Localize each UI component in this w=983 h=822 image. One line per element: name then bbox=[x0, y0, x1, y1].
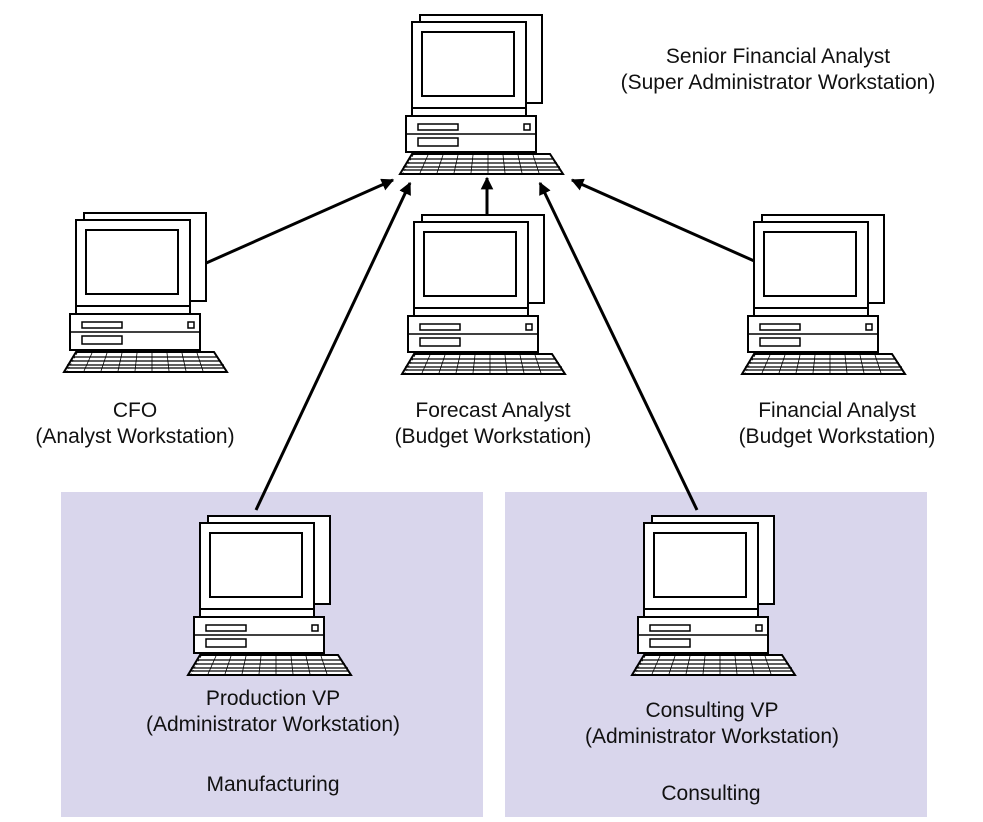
node-label-production: Production VP (Administrator Workstation… bbox=[146, 686, 400, 738]
computer-icon-cfo bbox=[63, 212, 228, 373]
node-label-senior: Senior Financial Analyst (Super Administ… bbox=[621, 44, 936, 96]
role-title: Senior Financial Analyst bbox=[665, 45, 891, 68]
node-label-financial: Financial Analyst (Budget Workstation) bbox=[739, 398, 936, 450]
computer-icon-forecast bbox=[401, 214, 566, 375]
role-title: CFO bbox=[112, 399, 158, 422]
workstation-type: (Budget Workstation) bbox=[738, 425, 936, 448]
role-title: Financial Analyst bbox=[758, 399, 916, 422]
group-label-manufacturing: Manufacturing bbox=[206, 773, 340, 796]
edge-cfo-to-senior bbox=[194, 178, 395, 270]
node-label-consultingvp: Consulting VP (Administrator Workstation… bbox=[585, 698, 839, 750]
workstation-type: (Administrator Workstation) bbox=[145, 713, 401, 736]
workstation-type: (Super Administrator Workstation) bbox=[620, 71, 936, 94]
node-label-cfo: CFO (Analyst Workstation) bbox=[35, 398, 234, 450]
node-label-forecast: Forecast Analyst (Budget Workstation) bbox=[395, 398, 592, 450]
computer-icon-senior bbox=[399, 14, 564, 175]
edge-production-to-senior bbox=[254, 181, 412, 511]
role-title: Production VP bbox=[205, 687, 341, 710]
edge-financial-to-senior bbox=[570, 178, 771, 270]
workstation-type: (Analyst Workstation) bbox=[35, 425, 235, 448]
computer-icon-financial bbox=[741, 214, 906, 375]
role-title: Forecast Analyst bbox=[415, 399, 571, 422]
role-title: Consulting VP bbox=[645, 699, 779, 722]
workstation-type: (Administrator Workstation) bbox=[584, 725, 840, 748]
edge-consultingvp-to-senior bbox=[538, 181, 699, 511]
workstation-type: (Budget Workstation) bbox=[394, 425, 592, 448]
group-label-consulting: Consulting bbox=[661, 782, 761, 805]
